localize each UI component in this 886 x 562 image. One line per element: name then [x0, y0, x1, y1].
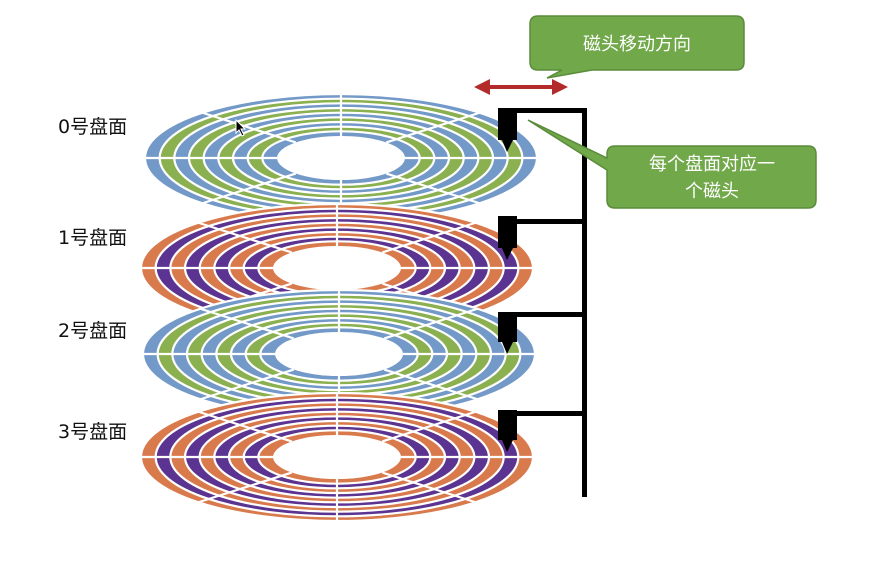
sector-divider [383, 307, 478, 340]
callout-head-per-surface-line1: 每个盘面对应一 [649, 154, 775, 175]
arm-branch-3 [510, 411, 587, 416]
sector-divider [381, 471, 476, 504]
sector-divider [383, 368, 478, 401]
platter-label-1: 1号盘面 [58, 227, 127, 249]
read-write-head-0 [498, 108, 517, 152]
sector-divider [198, 471, 293, 504]
sector-divider [385, 111, 480, 144]
read-write-head-3 [498, 410, 517, 452]
platter-label-0: 0号盘面 [58, 116, 127, 138]
read-write-head-2 [498, 312, 517, 354]
sector-divider [385, 172, 480, 205]
sector-divider [202, 172, 297, 205]
platter-0 [143, 92, 539, 224]
callout-head-direction: 磁头移动方向 [529, 15, 745, 79]
sector-divider [381, 221, 476, 254]
sector-divider [200, 307, 295, 340]
spindle-hole [275, 332, 403, 376]
sector-divider [381, 410, 476, 443]
platter-3 [139, 391, 535, 523]
platter-label-3: 3号盘面 [58, 421, 127, 443]
actuator-arm [498, 108, 587, 497]
mouse-pointer-icon [235, 119, 247, 137]
callout-head-per-surface: 每个盘面对应一 个磁头 [527, 119, 817, 209]
spindle-hole [273, 435, 401, 479]
callout-head-per-surface-line2: 个磁头 [685, 181, 739, 202]
arm-branch-0 [510, 108, 587, 113]
platter-stack [139, 92, 539, 523]
movement-arrow [474, 79, 568, 95]
sector-divider [198, 410, 293, 443]
spindle-hole [277, 136, 405, 180]
arm-branch-2 [510, 312, 587, 317]
sector-divider [198, 221, 293, 254]
arm-spine [582, 108, 587, 497]
platter-label-2: 2号盘面 [58, 320, 127, 342]
sector-divider [202, 111, 297, 144]
sector-divider [200, 368, 295, 401]
arm-branch-1 [510, 219, 587, 224]
callout-head-direction-text: 磁头移动方向 [583, 34, 691, 55]
spindle-hole [273, 246, 401, 290]
read-write-head-1 [498, 216, 517, 260]
